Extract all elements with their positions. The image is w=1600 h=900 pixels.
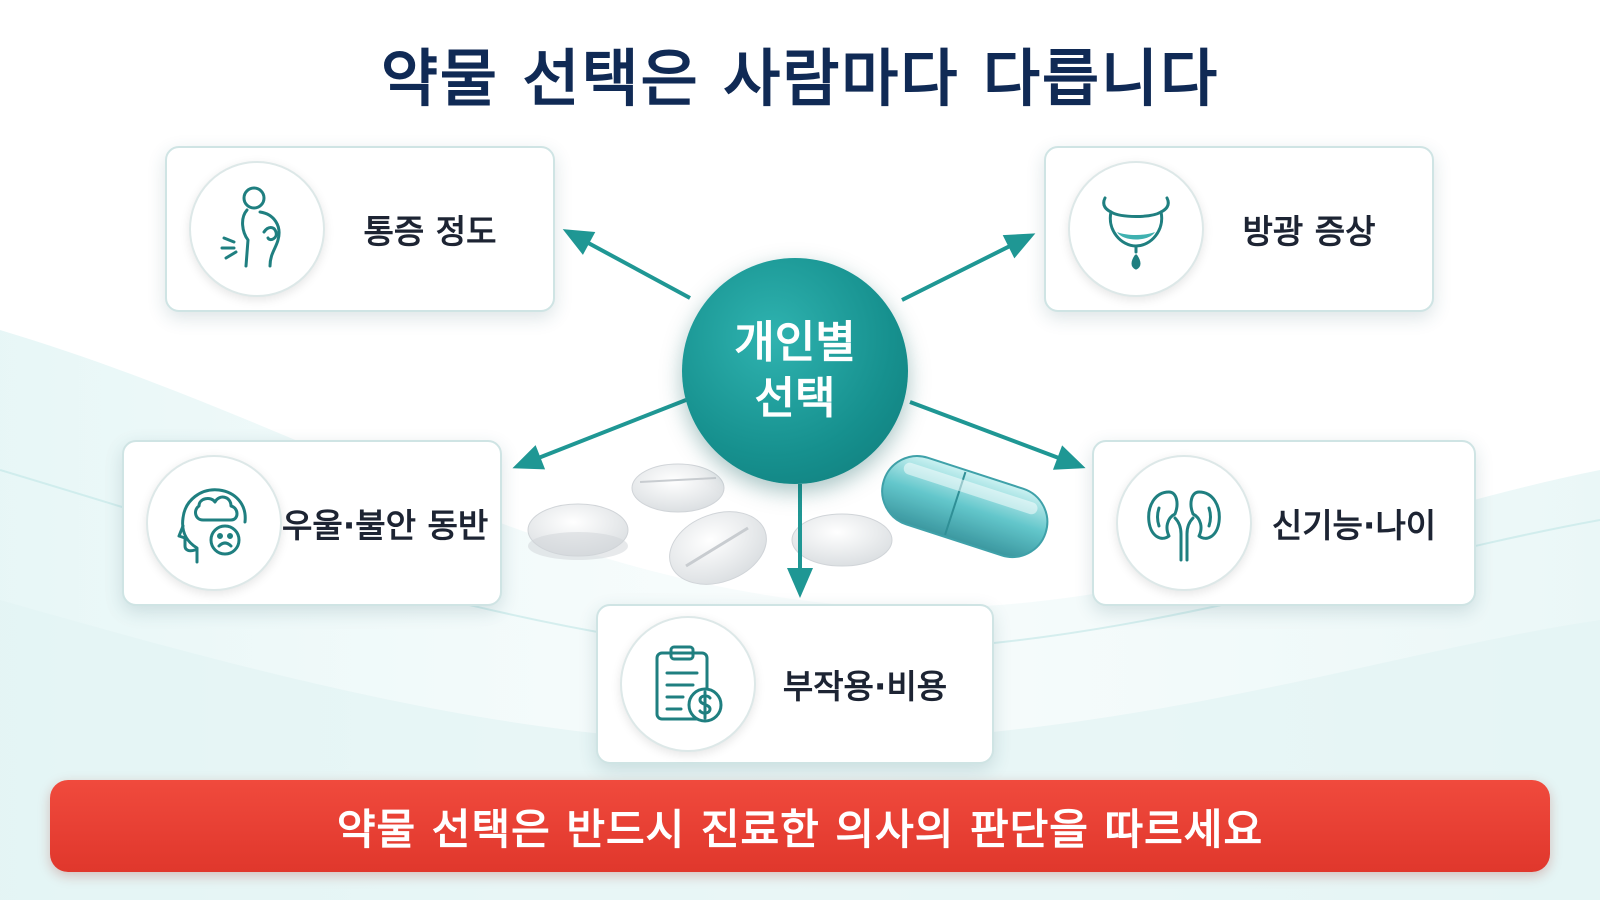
card-mood: 우울·불안 동반 (122, 440, 502, 606)
card-bladder: 방광 증상 (1044, 146, 1434, 312)
warning-banner: 약물 선택은 반드시 진료한 의사의 판단을 따르세요 (50, 780, 1550, 872)
arrow-to-mood (517, 398, 687, 468)
arrow-to-mood-head (512, 445, 546, 470)
center-node: 개인별 선택 (682, 258, 908, 484)
card-side-effects: 부작용·비용 (596, 604, 994, 764)
pill-group (527, 463, 893, 585)
arrow-to-bladder-head (1002, 233, 1036, 259)
card-label: 우울·불안 동반 (282, 506, 489, 545)
center-label: 개인별 선택 (734, 317, 856, 424)
arrow-to-kidney-head (1052, 445, 1086, 470)
icon-badge (1068, 161, 1204, 297)
arrow-to-pain-head (562, 229, 596, 255)
card-label: 통증 정도 (363, 212, 497, 251)
card-label: 방광 증상 (1242, 212, 1376, 251)
back-pain-icon (220, 186, 281, 268)
capsule (881, 455, 1049, 558)
arrows (512, 229, 1086, 598)
pill (631, 463, 725, 513)
arrow-to-side-effects-head (787, 568, 813, 598)
pill (791, 513, 893, 567)
icon-badge (189, 161, 325, 297)
kidneys-icon (1147, 490, 1221, 562)
page-title: 약물 선택은 사람마다 다릅니다 (380, 42, 1220, 115)
card-kidney: 신기능·나이 (1092, 440, 1476, 606)
arrow-to-kidney (909, 400, 1081, 468)
clipboard-dollar-icon (655, 645, 723, 723)
bladder-icon (1102, 196, 1170, 270)
card-label: 부작용·비용 (782, 667, 948, 706)
card-pain: 통증 정도 (165, 146, 555, 312)
card-label: 신기능·나이 (1271, 506, 1437, 545)
head-sad-face-icon (177, 488, 247, 564)
banner-text: 약물 선택은 반드시 진료한 의사의 판단을 따르세요 (336, 804, 1264, 854)
icon-badge (146, 455, 282, 591)
icon-badge (620, 616, 756, 752)
icon-badge (1116, 455, 1252, 591)
